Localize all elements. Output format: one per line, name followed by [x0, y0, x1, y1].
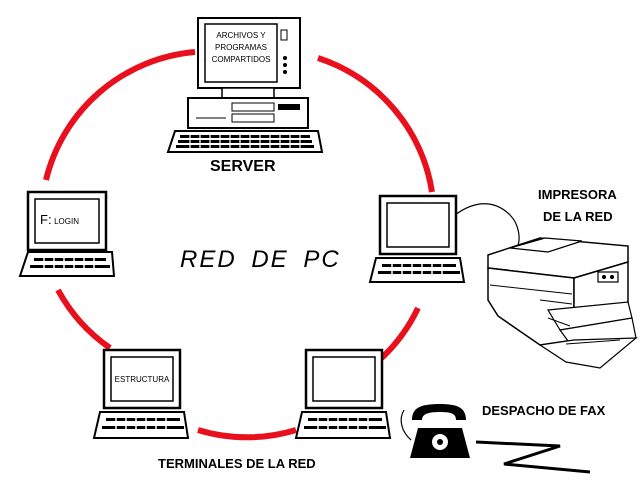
server-screen-line-1: ARCHIVOS Y: [216, 31, 266, 40]
ring-segment-server-right: [317, 55, 435, 193]
diagram-title: RED DE PC: [180, 246, 341, 273]
printer-icon: [487, 237, 638, 369]
server-screen-line-2: PROGRAMAS: [214, 43, 267, 52]
estructura-screen-text: ESTRUCTURA: [114, 375, 170, 384]
ring-segment-bottomleft-left: [55, 288, 112, 351]
printer-label-line-2: DE LA RED: [543, 209, 613, 224]
fax-telephone-icon: [400, 404, 470, 458]
login-word: LOGIN: [54, 217, 79, 226]
server-label: SERVER: [210, 158, 276, 175]
fax-signal-zigzag: [475, 440, 591, 474]
ring-segment-left-server: [43, 49, 196, 181]
printer-cable: [454, 203, 520, 246]
login-screen-text: F: LOGIN: [40, 212, 79, 227]
terminal-bottom-right: [294, 348, 392, 439]
ring-segment-bottom: [197, 427, 297, 441]
server-screen-text: ARCHIVOS Y PROGRAMAS COMPARTIDOS: [210, 30, 272, 66]
printer-label-line-1: IMPRESORA: [538, 187, 617, 202]
server-computer: [166, 17, 324, 153]
terminal-login: [18, 190, 116, 277]
login-drive-letter: F:: [40, 212, 52, 227]
server-screen-line-3: COMPARTIDOS: [211, 55, 271, 64]
terminals-label: TERMINALES DE LA RED: [158, 456, 316, 471]
terminal-estructura: [92, 348, 190, 439]
network-ring: [43, 49, 435, 441]
terminal-right: [368, 194, 466, 283]
fax-label: DESPACHO DE FAX: [482, 403, 606, 418]
